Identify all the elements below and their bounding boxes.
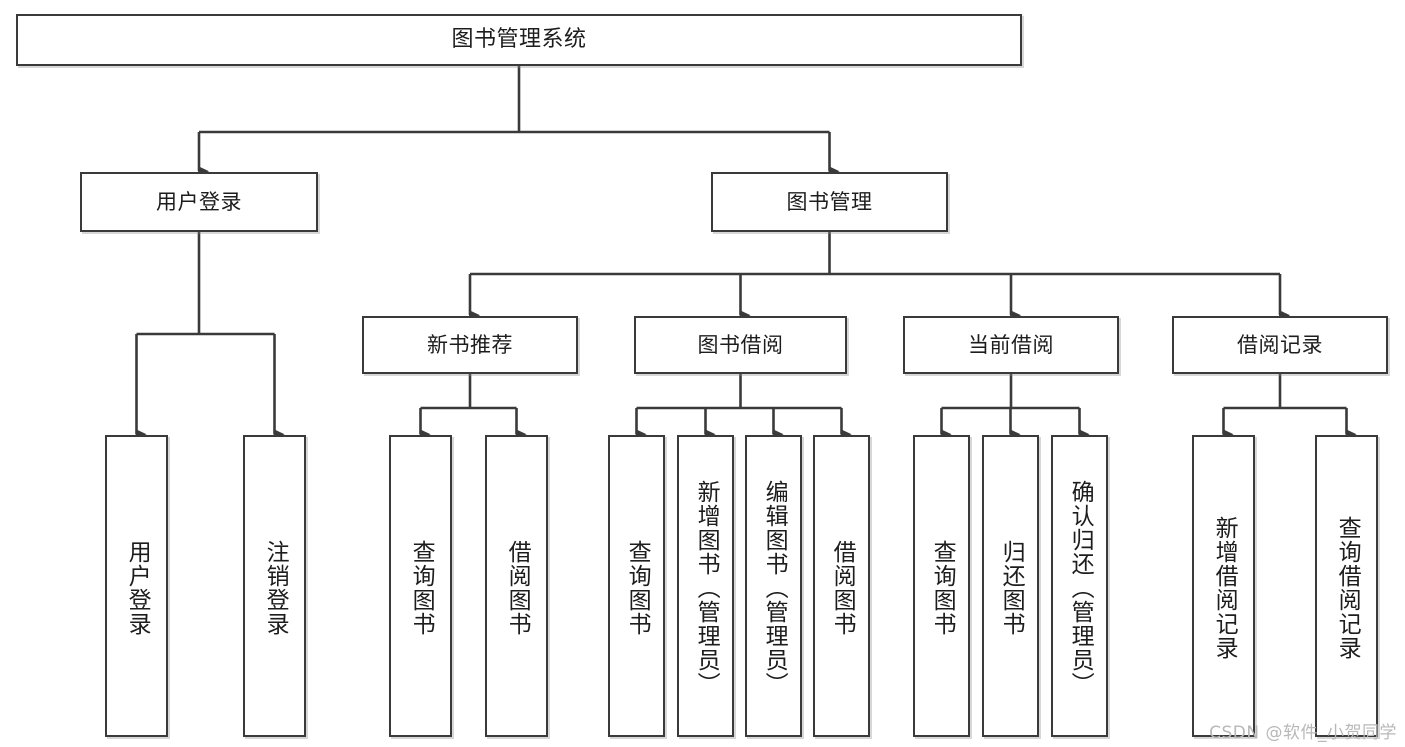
node-leaf-add-book[interactable]: 新增图书（管理员）	[677, 435, 734, 737]
node-leaf-query-record[interactable]: 查询借阅记录	[1315, 435, 1378, 737]
node-leaf-query-record-label: 查询借阅记录	[1334, 516, 1361, 660]
node-leaf-add-record[interactable]: 新增借阅记录	[1192, 435, 1255, 737]
node-book-borrow[interactable]: 图书借阅	[634, 316, 847, 374]
node-new-book-recommend[interactable]: 新书推荐	[362, 316, 578, 374]
node-leaf-return-book[interactable]: 归还图书	[982, 435, 1039, 737]
node-current-borrow-label: 当前借阅	[968, 332, 1054, 357]
node-borrow-record[interactable]: 借阅记录	[1172, 316, 1388, 374]
node-leaf-user-login-label: 用户登录	[124, 540, 151, 636]
node-leaf-user-login[interactable]: 用户登录	[105, 435, 168, 737]
node-root-图书管理系统[interactable]: 图书管理系统	[16, 14, 1022, 66]
node-book-borrow-label: 图书借阅	[697, 332, 784, 357]
node-leaf-query-book-2[interactable]: 查询图书	[608, 435, 665, 737]
node-book-manage-label: 图书管理	[786, 189, 873, 214]
node-user-login[interactable]: 用户登录	[80, 172, 318, 232]
node-leaf-logout-label: 注销登录	[262, 540, 289, 636]
node-leaf-borrow-book-1[interactable]: 借阅图书	[485, 435, 548, 737]
node-new-book-recommend-label: 新书推荐	[427, 332, 513, 357]
node-leaf-confirm-return[interactable]: 确认归还（管理员）	[1051, 435, 1108, 737]
node-user-login-label: 用户登录	[156, 189, 242, 214]
node-root-图书管理系统-label: 图书管理系统	[451, 27, 587, 53]
node-leaf-query-book-2-label: 查询图书	[624, 540, 651, 636]
node-leaf-borrow-book-1-label: 借阅图书	[504, 540, 531, 636]
watermark-label: CSDN @软件_小贺同学	[1209, 723, 1397, 743]
node-leaf-logout[interactable]: 注销登录	[243, 435, 306, 737]
node-leaf-confirm-return-label: 确认归还（管理员）	[1067, 480, 1094, 696]
node-book-manage[interactable]: 图书管理	[711, 172, 948, 232]
node-leaf-add-book-label: 新增图书（管理员）	[693, 480, 720, 696]
node-leaf-borrow-book-2[interactable]: 借阅图书	[813, 435, 870, 737]
node-leaf-query-book-3[interactable]: 查询图书	[913, 435, 970, 737]
node-leaf-edit-book[interactable]: 编辑图书（管理员）	[745, 435, 802, 737]
node-leaf-add-record-label: 新增借阅记录	[1211, 516, 1238, 660]
node-leaf-borrow-book-2-label: 借阅图书	[829, 540, 856, 636]
node-leaf-query-book-1-label: 查询图书	[408, 540, 435, 636]
node-leaf-return-book-label: 归还图书	[998, 540, 1025, 636]
node-leaf-edit-book-label: 编辑图书（管理员）	[761, 480, 788, 696]
node-leaf-query-book-1[interactable]: 查询图书	[389, 435, 452, 737]
node-leaf-query-book-3-label: 查询图书	[929, 540, 956, 636]
node-current-borrow[interactable]: 当前借阅	[903, 316, 1119, 374]
node-borrow-record-label: 借阅记录	[1237, 332, 1323, 357]
